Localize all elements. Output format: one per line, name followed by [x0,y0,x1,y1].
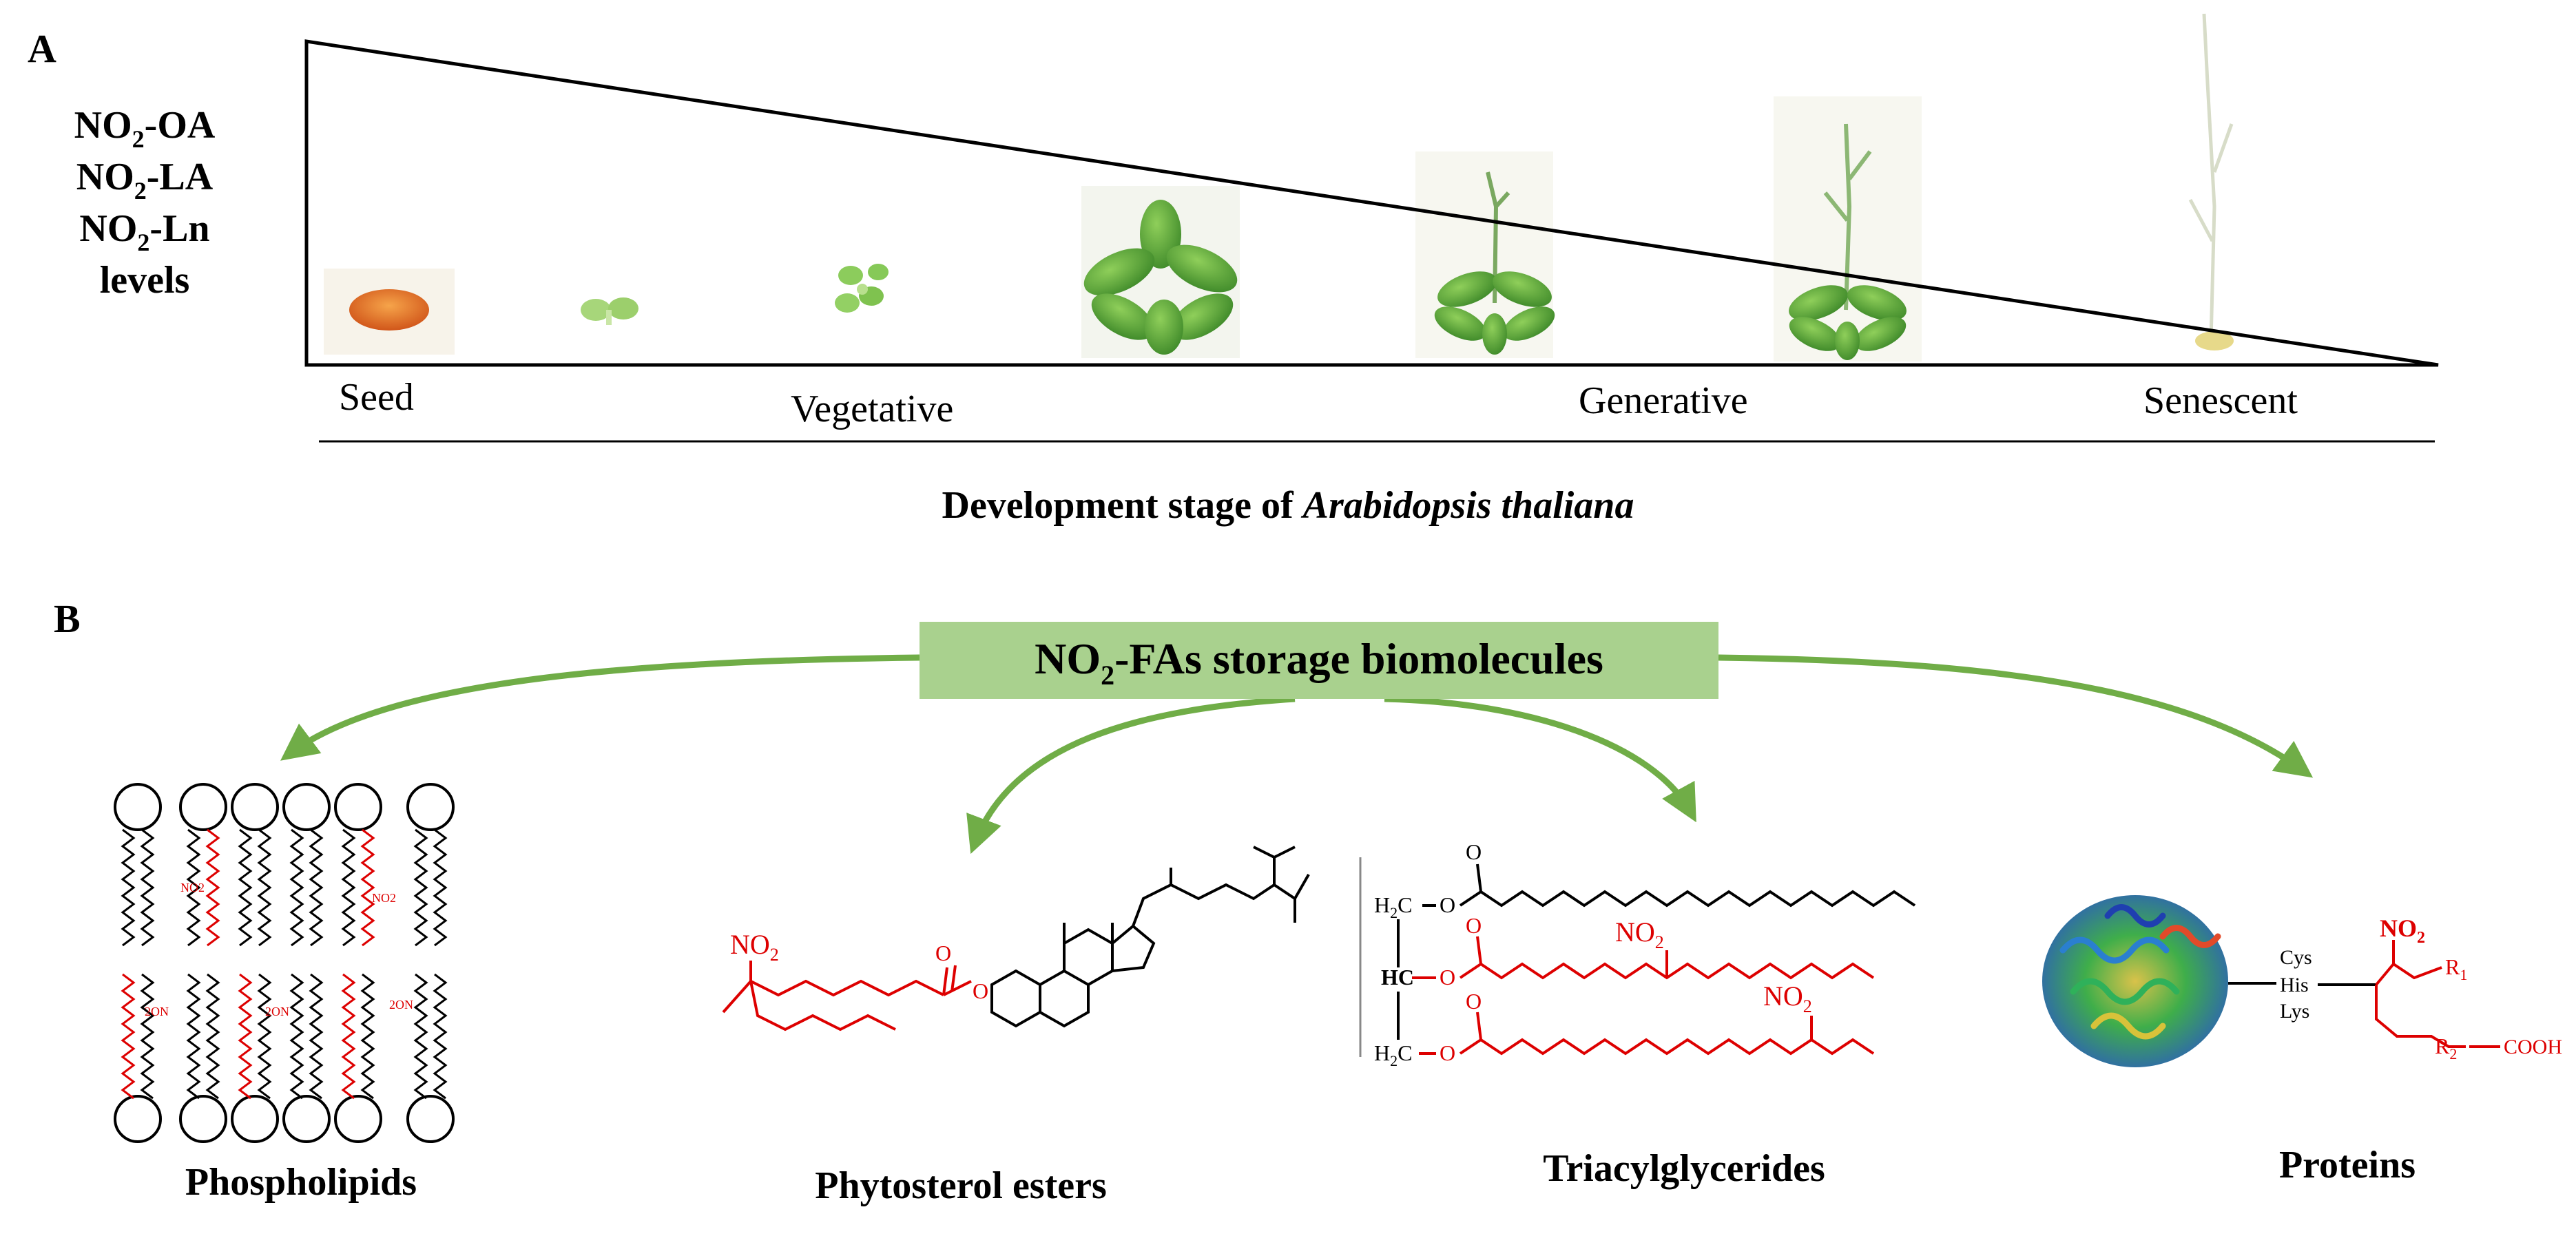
storage-arrows [280,654,2314,855]
svg-text:HC: HC [1381,965,1414,989]
stage-generative-label: Generative [1579,379,1748,422]
svg-text:O: O [1440,892,1455,917]
svg-text:NO2-OA: NO2-OA [74,104,216,153]
lipid-head [282,783,331,831]
svg-text:His: His [2280,974,2309,996]
phytosterol-label: Phytosterol esters [815,1164,1107,1207]
triacylglyceride-structure: H2C HC H2C O O O O NO2 O O NO2 [1374,839,1916,1069]
svg-text:levels: levels [100,259,190,302]
svg-text:H2C: H2C [1374,1040,1412,1069]
storage-banner [920,622,1718,699]
stage-seed-label: Seed [339,376,414,419]
lipid-head [231,783,279,831]
seed-image [324,269,455,355]
svg-text:O: O [1466,839,1482,864]
levels-label: NO2-OA NO2-LA NO2-Ln levels [74,104,216,302]
svg-text:O: O [1466,913,1482,938]
svg-text:NO2: NO2 [2380,914,2425,947]
lipid-head [114,1095,162,1143]
svg-text:O: O [935,941,951,965]
no2-small-label: NO2 [180,881,205,894]
lipid-head [282,1095,331,1143]
svg-text:O: O [973,978,988,1003]
lipid-head [179,1095,227,1143]
axis-title: Development stage of Arabidopsis thalian… [942,484,1634,527]
svg-text:NO2: NO2 [730,929,779,965]
o2n-small-label: 2ON [145,1005,169,1018]
lipid-head [114,783,162,831]
svg-text:NO2-Ln: NO2-Ln [79,207,209,256]
arrow-phytosterol [966,695,1296,855]
storage-banner-text: NO2-FAs storage biomolecules [1035,634,1603,691]
panel-a-label: A [28,26,56,71]
arrow-proteins [1718,654,2314,778]
triacylglycerides-label: Triacylglycerides [1543,1147,1825,1190]
rosette-image [1081,186,1240,358]
arrow-triacyl [1384,695,1696,823]
seedling-image [835,264,889,313]
svg-text:Cys: Cys [2280,946,2312,969]
generative-plant-1-image [1415,151,1555,358]
lipid-head [334,783,382,831]
lipid-head [179,783,227,831]
o2n-small-label: 2ON [265,1005,289,1018]
svg-text:NO2: NO2 [1615,916,1664,952]
decline-triangle [304,39,2439,367]
stage-senescent-label: Senescent [2143,379,2298,422]
generative-plant-2-image [1774,96,1922,362]
svg-text:R2: R2 [2435,1034,2457,1062]
svg-text:Lys: Lys [2280,1000,2309,1023]
svg-text:O: O [1440,1040,1455,1065]
lipid-head [334,1095,382,1143]
svg-text:H2C: H2C [1374,892,1412,921]
svg-text:O: O [1466,989,1482,1014]
lipid-head [231,1095,279,1143]
senescent-plant-image [2188,13,2234,350]
svg-text:NO2: NO2 [1763,981,1812,1016]
svg-text:O: O [1440,965,1455,989]
phospholipids-label: Phospholipids [185,1161,417,1204]
stage-vegetative-label: Vegetative [791,388,953,430]
protein-structure: Cys His Lys NO2 R1 R2 COOH [2042,895,2562,1067]
lipid-head [406,783,455,831]
svg-text:R1: R1 [2445,954,2467,983]
seedling-small-image [581,297,638,325]
arrow-phospholipids [280,654,920,761]
proteins-label: Proteins [2279,1144,2416,1186]
svg-text:COOH: COOH [2504,1036,2562,1058]
lipid-head [406,1095,455,1143]
svg-text:NO2-LA: NO2-LA [76,156,214,205]
phytosterol-ester-structure: NO2 O O [722,846,1362,1057]
no2-small-label: NO2 [372,891,396,905]
panel-b-label: B [54,596,81,641]
o2n-small-label: 2ON [389,998,413,1012]
